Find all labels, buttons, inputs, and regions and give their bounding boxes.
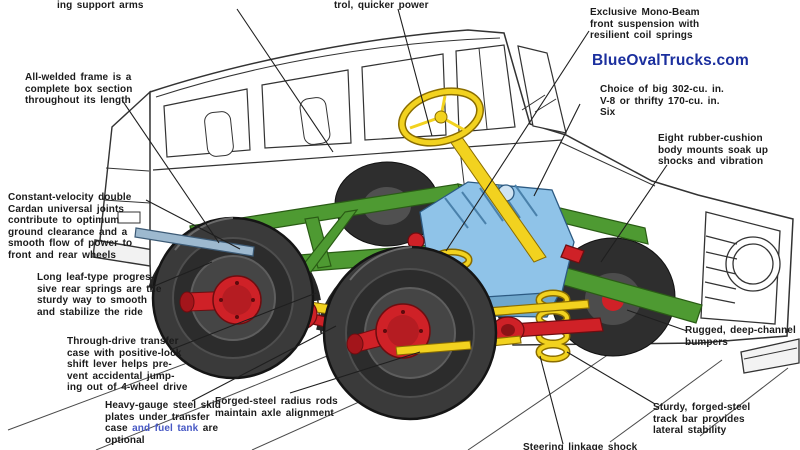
side-windows [163,44,567,158]
label-mono-beam: Exclusive Mono-Beam front suspension wit… [590,7,700,42]
label-radius-rods: Forged-steel radius rods maintain axle a… [215,396,338,419]
leaf-spring [134,227,255,257]
label-welded-frame: All-welded frame is a complete box secti… [25,72,133,107]
skid-plates-highlight: and fuel tank [132,423,199,435]
skid-plates-pre: case [105,423,133,435]
steering-wheel [397,87,547,263]
site-watermark: BlueOvalTrucks.com [592,52,749,69]
skid-plates-line1: Heavy-gauge steel skid plates under tran… [105,400,222,423]
label-track-bar: Sturdy, forged-steel track bar provides … [653,402,751,437]
front-bumper [740,338,800,374]
headlight [725,236,781,292]
label-body-mounts: Eight rubber-cushion body mounts soak up… [658,133,769,168]
label-quicker-power: trol, quicker power [334,0,429,11]
front-grille [700,211,800,374]
label-cardan-joints: Constant-velocity double Cardan universa… [8,192,133,261]
label-support-arms: ing support arms [57,0,144,11]
front-wheel [322,245,498,421]
rear-wheel [151,216,315,380]
label-engine-choice: Choice of big 302-cu. in. V-8 or thrifty… [600,84,724,119]
skid-plates-post: are optional [105,423,219,446]
label-skid-plates: Heavy-gauge steel skid plates under tran… [105,400,221,446]
label-bumpers: Rugged, deep-channel bumpers [685,325,796,348]
label-rear-springs: Long leaf-type progres- sive rear spring… [37,272,162,318]
label-steering-damper: Steering linkage shock [523,442,638,450]
leader-lines [121,8,688,445]
label-transfer-case: Through-drive transfer case with positiv… [67,336,188,394]
